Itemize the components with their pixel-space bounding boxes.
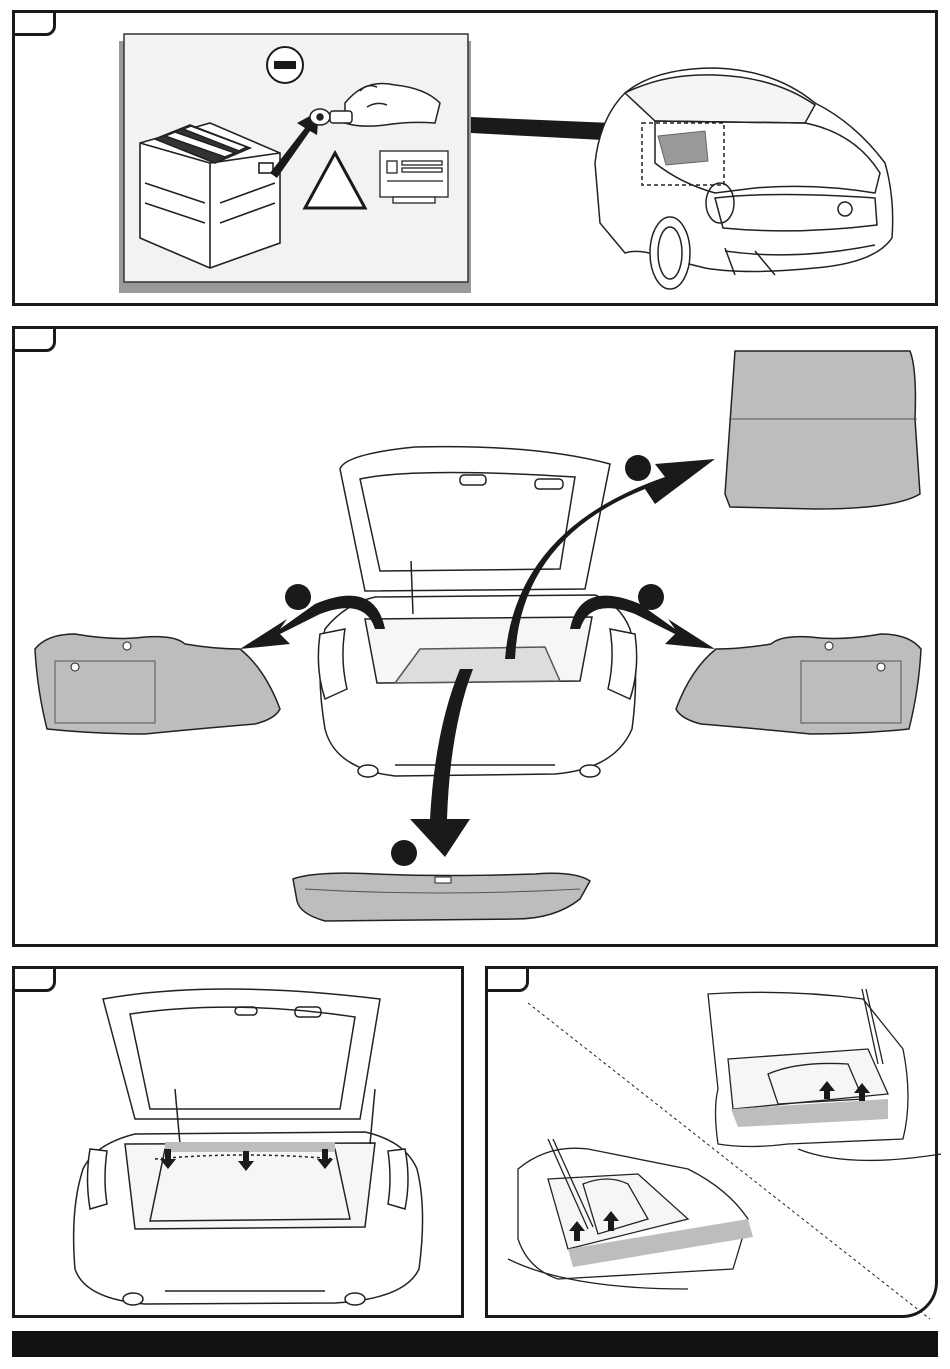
step-bullet-icon: [391, 840, 417, 866]
sedan-front-illustration: [595, 68, 893, 289]
step-bullet-icon: [625, 455, 651, 481]
panel-2-illustration: [15, 329, 941, 950]
radio-code-icon: [380, 151, 448, 203]
footer-bar: [12, 1331, 938, 1357]
left-side-trim-part: [35, 634, 280, 734]
panel-harness-routing: [485, 966, 938, 1318]
step-bullet-icon: [285, 584, 311, 610]
right-side-trim-part: [676, 634, 921, 734]
step-bullet-icon: [638, 584, 664, 610]
panel-1-illustration: [15, 13, 941, 309]
panel-trim-removal: [12, 326, 938, 947]
panel-battery-disconnect: [12, 10, 938, 306]
minus-sign-icon: [267, 47, 303, 83]
panel-4-illustration: [488, 969, 941, 1321]
panel-trunk-dashed-cut: [12, 966, 464, 1318]
battery-icon: [140, 123, 280, 268]
panel-3-illustration: [15, 969, 467, 1321]
trunk-sill-trim-part: [293, 873, 590, 921]
trunk-floor-cover-part: [725, 351, 920, 509]
